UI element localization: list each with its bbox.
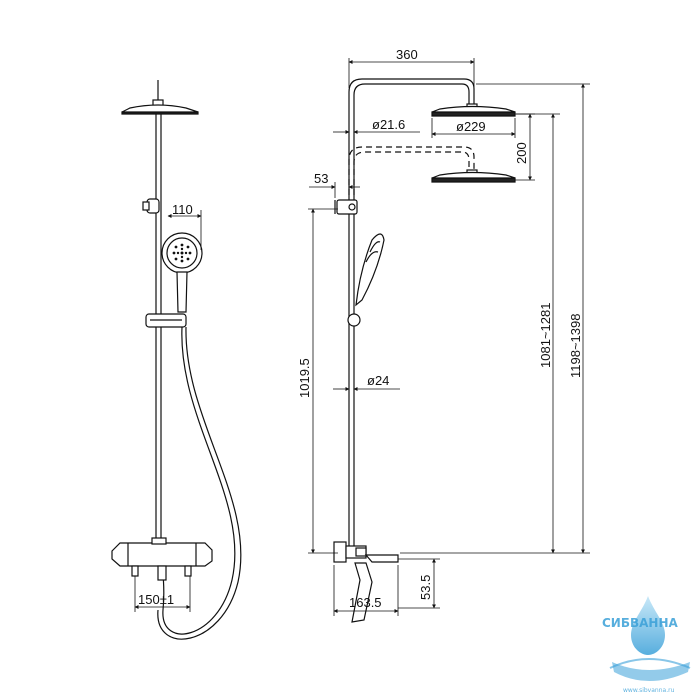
side-shower-arm: [348, 78, 475, 195]
dim-label-height-range-high: 1198~1398: [568, 314, 583, 378]
dim-spout-reach: [333, 565, 399, 616]
side-rain-head-high: [431, 103, 516, 117]
dim-arm-reach: [348, 58, 475, 88]
dim-label-spout-reach: 163.5: [349, 595, 382, 610]
dim-label-bracket-height: 1019.5: [297, 358, 312, 398]
dim-bracket-height: [308, 208, 338, 554]
water-drop-icon: [631, 596, 665, 655]
side-diverter-bracket: [334, 199, 358, 215]
dim-label-hand-shower-width: 110: [172, 202, 193, 217]
dim-label-riser-diameter: ø21.6: [372, 117, 405, 132]
front-shower-hose: [162, 326, 236, 635]
dim-height-range-low: [400, 113, 560, 554]
dim-mixer-spacing: [134, 576, 191, 612]
dim-label-pipe-diameter: ø24: [367, 373, 389, 388]
front-view: [111, 80, 242, 640]
dim-label-head-diameter: ø229: [456, 119, 486, 134]
dim-label-bracket-offset: 53: [314, 171, 328, 186]
bathtub-icon: [612, 662, 690, 681]
side-thermostatic-mixer: [333, 541, 399, 623]
front-thermostatic-mixer: [111, 537, 213, 581]
side-hand-shower: [347, 233, 385, 327]
brand-watermark: СИБВАННА www.sibvanna.ru: [602, 596, 691, 694]
front-slide-holder: [145, 313, 187, 328]
brand-url-text: www.sibvanna.ru: [623, 687, 675, 694]
front-hand-shower: [161, 232, 203, 313]
dim-spout-height: [398, 558, 440, 609]
dim-label-head-drop: 200: [514, 142, 529, 164]
dim-label-spout-height: 53.5: [418, 575, 433, 600]
dim-label-arm-reach: 360: [396, 47, 418, 62]
dim-hand-shower-width: [167, 210, 202, 250]
side-rain-head-low: [431, 169, 516, 183]
front-rain-shower-head: [121, 80, 199, 115]
dim-height-range-high: [476, 83, 590, 554]
side-shower-arm-lowered: [348, 146, 475, 195]
dim-label-height-range-low: 1081~1281: [538, 303, 553, 368]
dim-head-diameter: [431, 118, 516, 138]
dim-bracket-offset: [309, 182, 360, 198]
dim-label-mixer-spacing: 150±1: [138, 592, 174, 607]
brand-name-text: СИБВАННА: [602, 616, 679, 630]
front-diverter-bracket: [142, 198, 160, 214]
side-view: [333, 78, 516, 623]
